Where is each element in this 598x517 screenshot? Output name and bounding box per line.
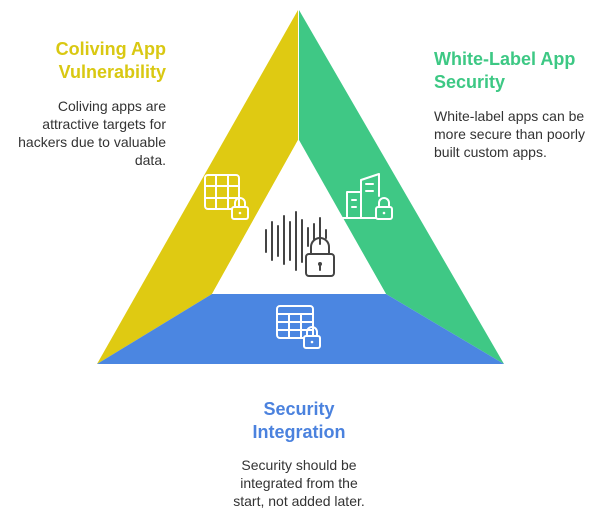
bottom-description: Security should be integrated from the s… [199,456,399,510]
center-triangle [212,140,386,294]
left-desc-line4: data. [134,152,166,168]
bottom-title-line1: Security [263,399,335,419]
right-desc-line3: built custom apps. [434,144,547,160]
left-title-line1: Coliving App [55,39,166,59]
bottom-desc-line1: Security should be [241,457,357,473]
soundwave-lock-icon [265,211,335,277]
left-desc-line3: hackers due to valuable [18,134,166,150]
right-title: White-Label App Security [434,48,594,94]
right-desc-line1: White-label apps can be [434,108,585,124]
left-title-line2: Vulnerability [58,62,166,82]
left-desc-line2: attractive targets for [42,116,166,132]
right-segment [299,10,504,364]
left-description: Coliving apps are attractive targets for… [0,97,166,169]
bottom-title: Security Integration [199,398,399,444]
right-title-line1: White-Label App [434,49,576,69]
left-label: Coliving App Vulnerability Coliving apps… [0,38,166,169]
right-description: White-label apps can be more secure than… [434,107,594,161]
bottom-desc-line2: integrated from the [240,475,358,491]
left-segment [97,10,298,364]
right-title-line2: Security [434,72,506,92]
left-desc-line1: Coliving apps are [57,98,166,114]
table-lock-icon [276,305,321,349]
grid-lock-icon [204,174,249,220]
bottom-title-line2: Integration [252,422,346,442]
buildings-lock-icon [342,173,393,220]
left-title: Coliving App Vulnerability [0,38,166,84]
bottom-label: Security Integration Security should be … [199,398,399,510]
right-desc-line2: more secure than poorly [434,126,585,142]
right-label: White-Label App Security White-label app… [434,48,594,161]
bottom-desc-line3: start, not added later. [233,493,365,509]
